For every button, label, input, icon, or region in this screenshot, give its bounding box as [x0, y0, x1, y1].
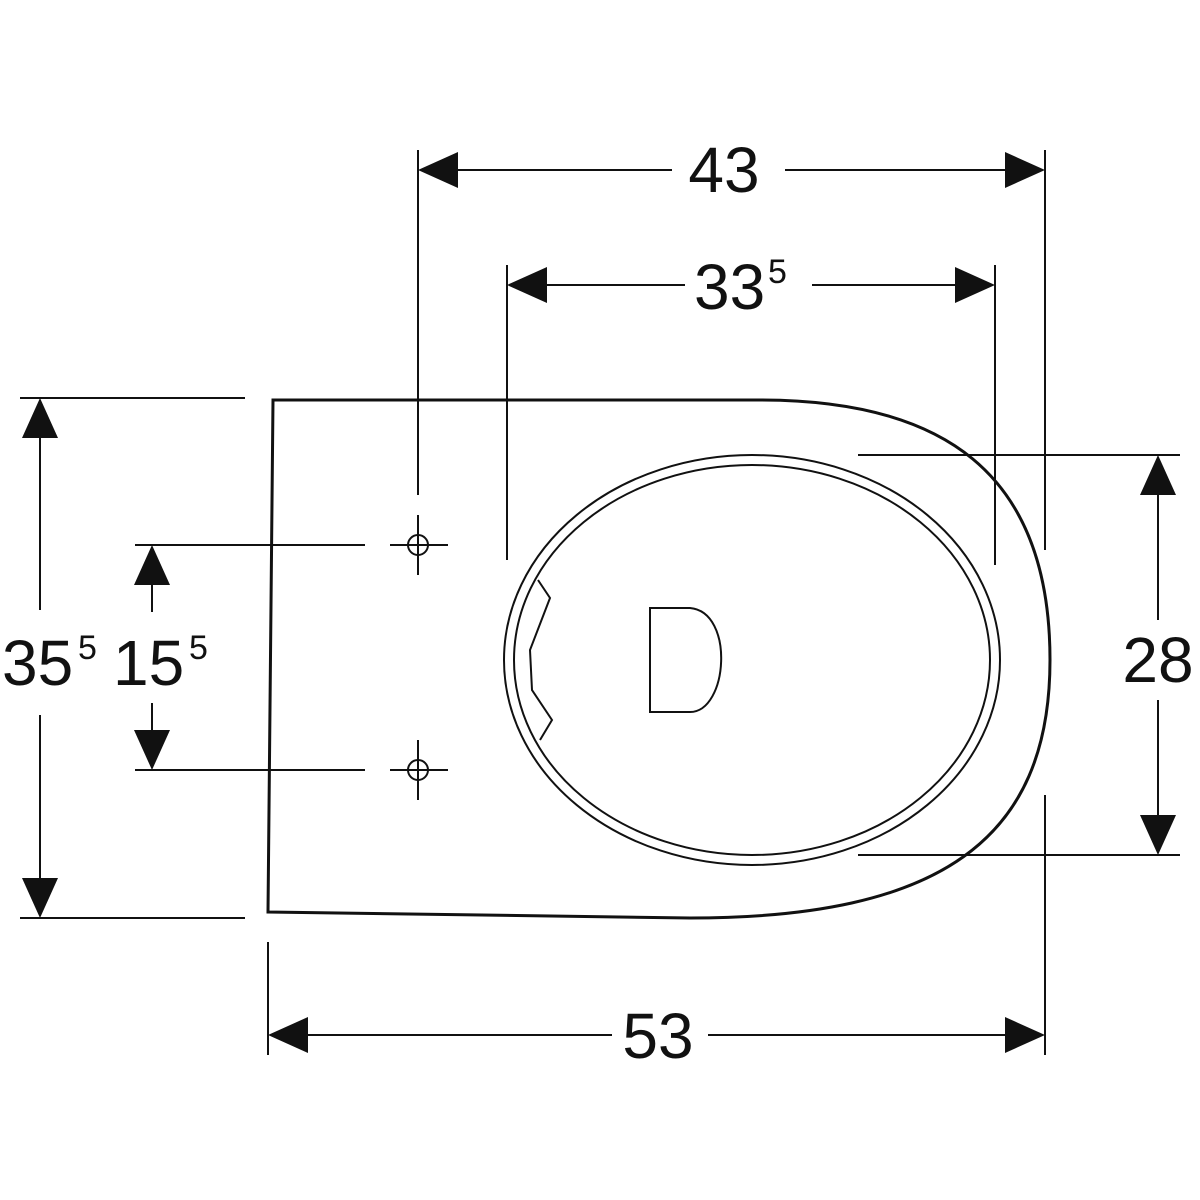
height-total-value: 35	[2, 627, 73, 699]
svg-text:5: 5	[78, 629, 97, 667]
dimension-height-total: 35 5	[2, 398, 97, 918]
bowl-depth-value: 28	[1122, 624, 1193, 696]
height-total-sup: 5	[78, 629, 97, 667]
letter-d-icon	[649, 607, 723, 713]
dimension-bowl-depth: 28	[1122, 455, 1194, 855]
dimension-width-top: 43	[418, 134, 1045, 206]
svg-text:53: 53	[622, 1000, 693, 1072]
svg-text:5: 5	[768, 253, 787, 291]
svg-text:33: 33	[694, 251, 765, 323]
dimension-fixing-distance: 15 5	[113, 545, 208, 770]
dimension-width-bowl: 33 5	[507, 251, 995, 323]
mounting-hole-icon	[390, 740, 448, 800]
width-top-value: 43	[688, 134, 759, 206]
dimension-length-total: 53	[268, 1000, 1045, 1072]
svg-text:5: 5	[189, 629, 208, 667]
fixing-distance-sup: 5	[189, 629, 208, 667]
bowl-rim	[503, 454, 1001, 866]
rim-notch	[528, 579, 554, 741]
toilet-body-outline	[266, 398, 1052, 920]
length-total-value: 53	[622, 1000, 693, 1072]
mounting-hole-icon	[390, 515, 448, 575]
svg-text:35: 35	[2, 627, 73, 699]
svg-text:43: 43	[688, 134, 759, 206]
fixing-distance-value: 15	[113, 627, 184, 699]
width-bowl-value: 33	[694, 251, 765, 323]
width-bowl-sup: 5	[768, 253, 787, 291]
extension-lines	[20, 150, 1180, 1055]
svg-text:28: 28	[1122, 624, 1193, 696]
svg-text:15: 15	[113, 627, 184, 699]
